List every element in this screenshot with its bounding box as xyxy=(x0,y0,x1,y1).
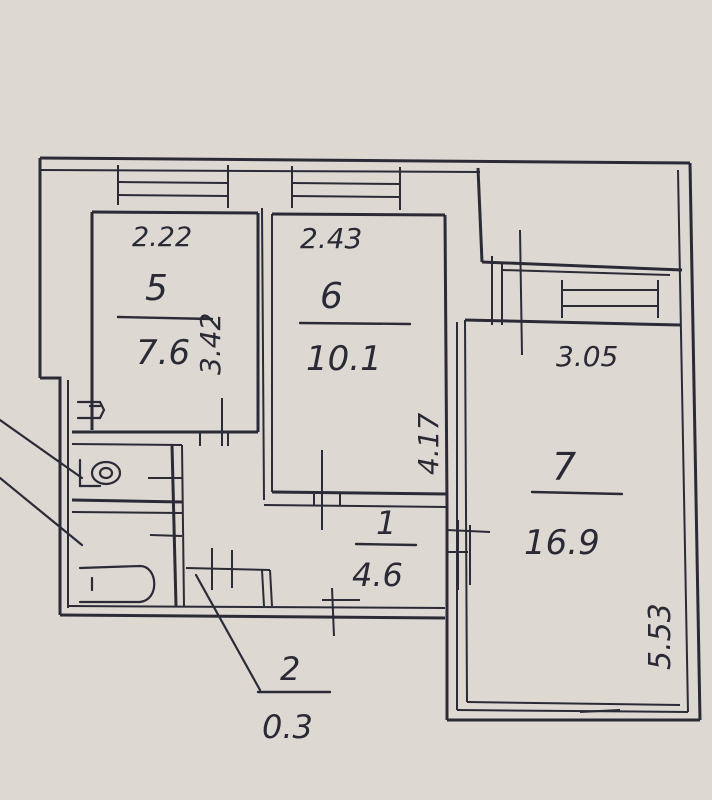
toilet-icon xyxy=(78,458,122,488)
room-5-length: 3.42 xyxy=(194,313,227,375)
room-6-walls xyxy=(263,212,449,530)
room-1-area: 4.6 xyxy=(352,556,403,594)
room-5-number: 5 xyxy=(145,268,168,309)
wet-zone xyxy=(71,444,360,637)
room-5-area: 7.6 xyxy=(136,333,190,373)
room-7-fraction-line xyxy=(530,490,624,496)
room-7-walls xyxy=(446,318,681,713)
room-5-width: 2.22 xyxy=(132,222,192,253)
outer-walls xyxy=(38,156,702,722)
window-room6 xyxy=(291,166,401,210)
bathtub-icon xyxy=(78,564,156,604)
room-6-width: 2.43 xyxy=(300,222,362,255)
room-1-number: 1 xyxy=(376,504,396,542)
room-7-number: 7 xyxy=(552,445,576,489)
room-6-length: 4.17 xyxy=(412,412,445,475)
room-5-walls xyxy=(71,207,265,501)
sink-icon xyxy=(76,400,106,420)
window-room7 xyxy=(561,280,659,318)
room-6-fraction-line xyxy=(298,321,412,326)
room-7-width: 3.05 xyxy=(556,340,618,373)
room-7-length: 5.53 xyxy=(643,603,678,670)
room-5-fraction-line xyxy=(116,315,214,321)
room-1-fraction-line xyxy=(354,542,418,547)
room-7-area: 16.9 xyxy=(524,523,600,563)
room-6-area: 10.1 xyxy=(306,339,382,379)
balcony xyxy=(476,167,683,356)
window-room5 xyxy=(117,165,229,208)
room-2-number: 2 xyxy=(280,650,300,688)
leader-lines xyxy=(0,418,262,692)
room-6-number: 6 xyxy=(320,276,343,317)
room-2-area: 0.3 xyxy=(262,708,313,746)
